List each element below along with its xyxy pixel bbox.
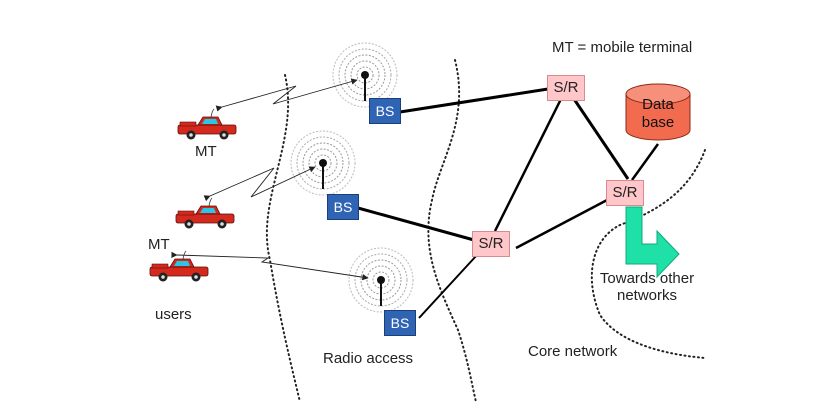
link-bs3-sr2 bbox=[418, 254, 478, 319]
wireless-link-bottom bbox=[171, 251, 369, 281]
link-bs1-sr1 bbox=[399, 87, 549, 114]
towards-arrow-icon bbox=[625, 206, 680, 279]
core-network-label: Core network bbox=[528, 343, 618, 360]
link-sr1-sr3 bbox=[572, 98, 630, 180]
database-label-line1: Data bbox=[642, 96, 674, 113]
sr-node-center: S/R bbox=[472, 231, 510, 257]
car-icon-top bbox=[177, 108, 237, 140]
towards-label: Towards other networks bbox=[597, 270, 697, 304]
database-label: Data base bbox=[626, 96, 690, 132]
radio-boundary-left bbox=[265, 74, 301, 403]
antenna-icon-bottom bbox=[348, 247, 414, 313]
mt-label-top: MT bbox=[195, 143, 217, 160]
sr-node-top: S/R bbox=[547, 75, 585, 101]
users-label: users bbox=[155, 306, 192, 323]
link-bs2-sr2 bbox=[357, 206, 475, 242]
mt-label-middle: MT bbox=[148, 236, 170, 253]
link-sr2-sr3 bbox=[515, 197, 610, 250]
database-icon bbox=[625, 83, 691, 141]
wireless-link-middle bbox=[203, 166, 316, 202]
bs-node-top: BS bbox=[369, 98, 401, 124]
database-label-line2: base bbox=[641, 114, 675, 131]
antenna-icon-middle bbox=[290, 130, 356, 196]
link-sr1-sr2 bbox=[493, 98, 563, 232]
car-icon-middle bbox=[175, 197, 235, 229]
link-sr3-database bbox=[630, 143, 660, 181]
sr-node-right: S/R bbox=[606, 180, 644, 206]
towards-label-line2: networks bbox=[616, 287, 678, 304]
wireless-link-top bbox=[215, 78, 358, 112]
radio-access-label: Radio access bbox=[323, 350, 414, 367]
bs-node-bottom: BS bbox=[384, 310, 416, 336]
towards-label-line1: Towards other bbox=[599, 270, 695, 287]
bs-node-middle: BS bbox=[327, 194, 359, 220]
core-boundary-left bbox=[427, 59, 477, 403]
legend-text: MT = mobile terminal bbox=[552, 39, 693, 56]
